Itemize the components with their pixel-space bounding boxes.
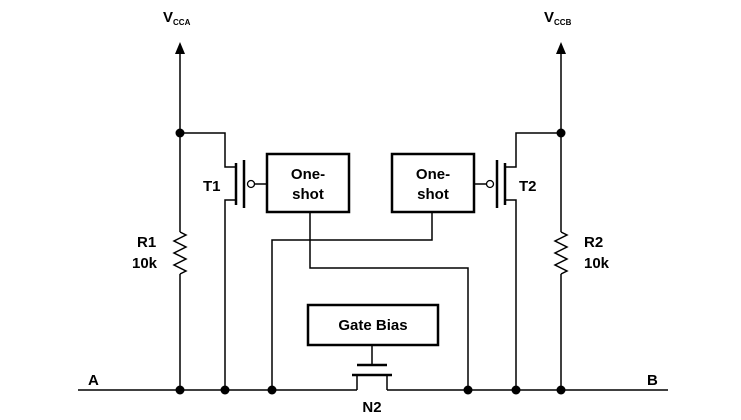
oneshot-right-block (390, 152, 476, 214)
r1-value-label: 10k (132, 255, 158, 272)
arrow-up-icon (556, 42, 566, 54)
oneshot-left-line2: shot (292, 186, 324, 203)
t2-label: T2 (519, 178, 537, 195)
junction-dots (175, 128, 566, 395)
inverter-bubble-icon (246, 179, 256, 189)
oneshot-left-block (265, 152, 351, 214)
n2-nmos-transistor (352, 363, 392, 391)
oneshot-right-trigger-wire (271, 212, 433, 390)
gate-bias-block (306, 303, 440, 347)
vcca-label: VCCA (163, 9, 191, 27)
oneshot-left-trigger-wire (309, 212, 469, 390)
r1-resistor-icon (172, 231, 188, 275)
junction-dot (175, 385, 185, 395)
junction-dot (556, 385, 566, 395)
r1-name-label: R1 (137, 234, 156, 251)
vccb-label: VCCB (544, 9, 572, 27)
arrow-up-icon (175, 42, 185, 54)
junction-dot (511, 385, 521, 395)
junction-dot (175, 128, 185, 138)
r2-value-label: 10k (584, 255, 610, 272)
t1-pmos-transistor (180, 132, 267, 390)
oneshot-right-line1: One- (416, 166, 450, 183)
junction-dot (267, 385, 277, 395)
t1-label: T1 (203, 178, 221, 195)
supply-rail-left (172, 42, 188, 390)
port-b-label: B (647, 372, 658, 389)
r2-name-label: R2 (584, 234, 603, 251)
port-a-label: A (88, 372, 99, 389)
oneshot-left-line1: One- (291, 166, 325, 183)
oneshot-right-line2: shot (417, 186, 449, 203)
t2-pmos-transistor (474, 132, 561, 390)
junction-dot (556, 128, 566, 138)
gate-bias-label: Gate Bias (338, 317, 407, 334)
supply-rail-right (553, 42, 569, 390)
n2-label: N2 (362, 399, 381, 416)
junction-dot (220, 385, 230, 395)
junction-dot (463, 385, 473, 395)
r2-resistor-icon (553, 231, 569, 275)
inverter-bubble-icon (485, 179, 495, 189)
